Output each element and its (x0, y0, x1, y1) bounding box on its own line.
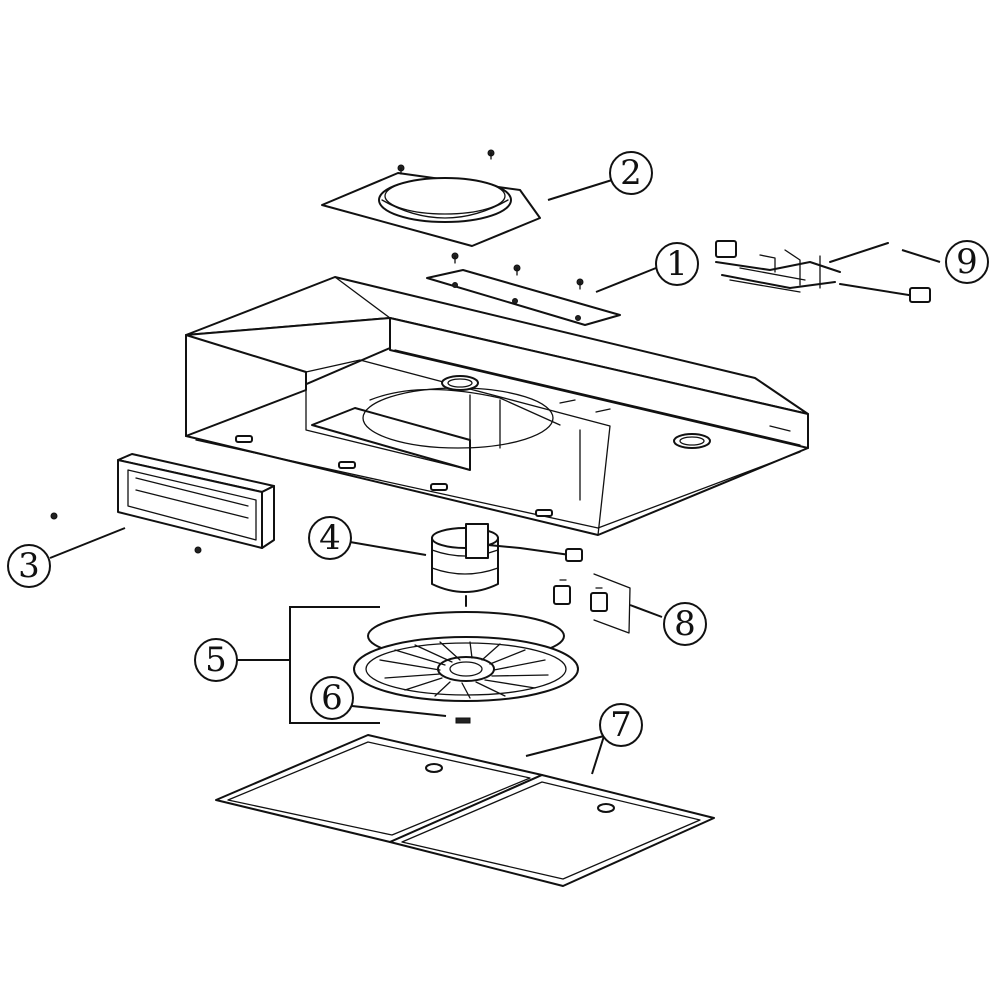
callout-1: 1 (655, 242, 699, 286)
callout-2: 2 (609, 151, 653, 195)
callout-label: 7 (610, 705, 632, 745)
callout-circle (655, 242, 699, 286)
callout-circle (7, 544, 51, 588)
callout-label: 5 (205, 640, 227, 680)
motor (431, 523, 583, 607)
callout-8: 8 (663, 602, 707, 646)
range-hood-body (185, 276, 809, 536)
callout-label: 3 (18, 546, 40, 586)
nut (455, 717, 471, 724)
callout-label: 2 (620, 153, 642, 193)
callout-4: 4 (308, 516, 352, 560)
callout-7: 7 (599, 703, 643, 747)
mounting-plate (426, 252, 621, 326)
callout-9: 9 (945, 240, 989, 284)
callout-circle (945, 240, 989, 284)
duct-adapter-plate (321, 149, 541, 247)
callout-circle (599, 703, 643, 747)
callout-circle (609, 151, 653, 195)
leader-lines (49, 179, 941, 775)
callout-circle (308, 516, 352, 560)
callout-5: 5 (194, 638, 238, 682)
callout-label: 4 (319, 518, 341, 558)
callout-circle (310, 676, 354, 720)
callout-circle (663, 602, 707, 646)
callout-3: 3 (7, 544, 51, 588)
blower-wheel (353, 611, 579, 724)
wiring-harness (715, 240, 931, 303)
callout-label: 6 (321, 678, 343, 718)
callout-circle (194, 638, 238, 682)
callout-label: 9 (956, 242, 978, 282)
callout-label: 1 (666, 244, 688, 284)
grease-filters (215, 734, 715, 887)
callout-label: 8 (674, 604, 696, 644)
connectors (553, 573, 631, 634)
callout-6: 6 (310, 676, 354, 720)
control-box (50, 453, 275, 554)
